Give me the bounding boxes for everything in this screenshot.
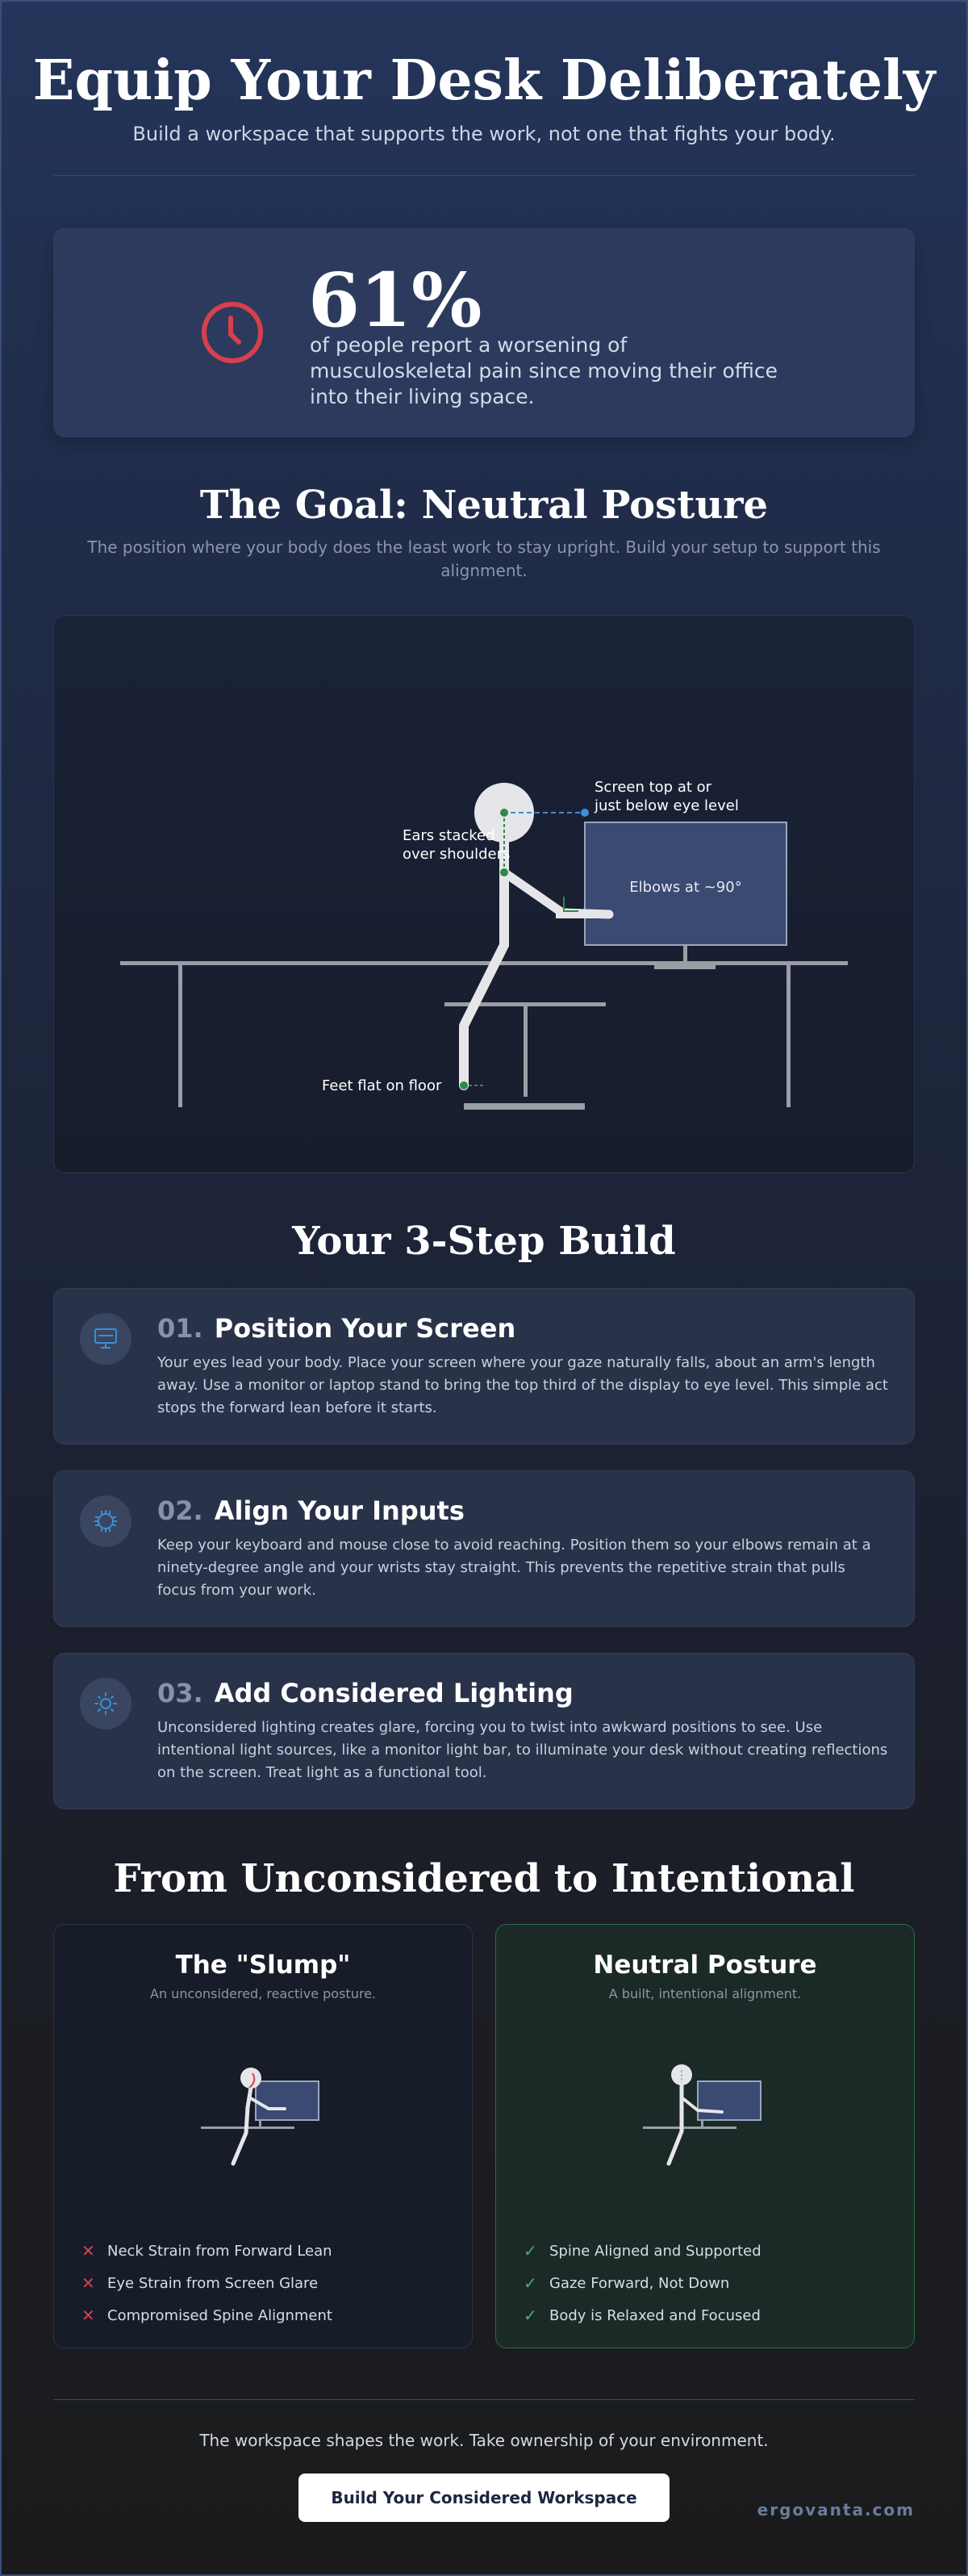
compare-title: From Unconsidered to Intentional <box>113 1856 855 1901</box>
chair-seat <box>444 1002 606 1006</box>
footer-tagline: The workspace shapes the work. Take owne… <box>199 2431 769 2450</box>
screen-top-marker <box>581 809 589 817</box>
step-number: 02. <box>157 1495 203 1526</box>
desk-leg-left <box>178 965 182 1107</box>
page-title: Equip Your Desk Deliberately <box>32 48 936 113</box>
step-icon-wrap <box>80 1678 131 1729</box>
goal-subtitle: The position where your body does the le… <box>87 537 881 580</box>
check-icon: ✓ <box>524 2306 537 2325</box>
list-item: ✓Spine Aligned and Supported <box>524 2241 761 2260</box>
cross-icon: ✕ <box>81 2273 95 2293</box>
slump-title: The "Slump" <box>175 1951 351 1980</box>
step-card-2: 02. Align Your Inputs Keep your keyboard … <box>53 1470 915 1627</box>
posture-diagram-svg: Elbows at ~90° Screen top at or just bel… <box>120 779 848 1110</box>
step-body: Your eyes lead your body. Place your scr… <box>157 1354 888 1416</box>
label-elbows: Elbows at ~90° <box>629 879 741 896</box>
step-heading: 01. Position Your Screen <box>157 1313 515 1344</box>
slump-card: The "Slump" An unconsidered, reactive po… <box>53 1924 473 2348</box>
step-icon-wrap <box>80 1495 131 1547</box>
slump-figure <box>201 2068 319 2166</box>
neutral-list: ✓Spine Aligned and Supported ✓Gaze Forwa… <box>524 2235 761 2331</box>
slump-subtitle: An unconsidered, reactive posture. <box>150 1986 376 2001</box>
step-heading: 02. Align Your Inputs <box>157 1495 465 1526</box>
neutral-card: Neutral Posture A built, intentional ali… <box>495 1924 915 2348</box>
build-workspace-button[interactable]: Build Your Considered Workspace <box>298 2474 670 2522</box>
feet-marker <box>460 1081 468 1089</box>
slump-list: ✕Neck Strain from Forward Lean ✕Eye Stra… <box>81 2235 332 2331</box>
step-number: 01. <box>157 1313 203 1344</box>
step-icon-wrap <box>80 1313 131 1365</box>
step-title: Position Your Screen <box>214 1313 516 1344</box>
clock-alert-icon <box>202 302 263 363</box>
stat-value: 61% <box>308 257 482 344</box>
label-ears-2: over shoulders <box>403 846 510 863</box>
step-title: Align Your Inputs <box>214 1495 465 1526</box>
divider <box>53 175 915 176</box>
chair-post <box>524 1006 528 1097</box>
list-item: ✕Compromised Spine Alignment <box>81 2306 332 2325</box>
list-item: ✓Body is Relaxed and Focused <box>524 2306 761 2325</box>
neutral-subtitle: A built, intentional alignment. <box>608 1986 802 2001</box>
elbow-angle-marker <box>563 897 578 912</box>
list-item: ✕Neck Strain from Forward Lean <box>81 2241 332 2260</box>
label-screen-1: Screen top at or <box>595 779 712 796</box>
step-title: Add Considered Lighting <box>214 1678 574 1708</box>
label-feet: Feet flat on floor <box>322 1077 442 1094</box>
label-ears-1: Ears stacked <box>403 827 495 844</box>
cross-icon: ✕ <box>81 2306 95 2325</box>
person-arm <box>499 868 614 919</box>
steps-title: Your 3-Step Build <box>292 1219 676 1264</box>
cpu-icon <box>94 1510 117 1533</box>
ear-marker <box>500 809 508 817</box>
page-subtitle: Build a workspace that supports the work… <box>132 123 836 145</box>
sun-icon <box>94 1692 117 1715</box>
step-body: Unconsidered lighting creates glare, for… <box>157 1719 888 1781</box>
label-screen-2: just below eye level <box>594 797 739 814</box>
step-card-1: 01. Position Your Screen Your eyes lead y… <box>53 1288 915 1445</box>
desk-leg-right <box>786 965 791 1107</box>
stat-description: of people report a worsening of musculos… <box>310 333 778 408</box>
check-icon: ✓ <box>524 2273 537 2293</box>
brand-link[interactable]: ergovanta.com <box>757 2500 915 2520</box>
step-number: 03. <box>157 1678 203 1708</box>
step-heading: 03. Add Considered Lighting <box>157 1678 574 1708</box>
monitor-icon <box>94 1328 117 1349</box>
chair-base <box>464 1103 585 1110</box>
divider <box>53 2399 915 2400</box>
monitor-base <box>654 965 716 969</box>
stat-card: 61% of people report a worsening of musc… <box>53 228 915 437</box>
person-leg <box>459 940 509 1090</box>
step-body: Keep your keyboard and mouse close to av… <box>157 1537 871 1599</box>
posture-diagram: Elbows at ~90° Screen top at or just bel… <box>53 615 915 1173</box>
monitor-screen <box>584 822 787 946</box>
neutral-figure <box>643 2064 761 2166</box>
desk-top <box>120 961 848 965</box>
neutral-title: Neutral Posture <box>593 1951 817 1980</box>
monitor-neck <box>683 945 687 961</box>
list-item: ✓Gaze Forward, Not Down <box>524 2273 730 2293</box>
goal-title: The Goal: Neutral Posture <box>199 483 769 528</box>
cross-icon: ✕ <box>81 2241 95 2260</box>
list-item: ✕Eye Strain from Screen Glare <box>81 2273 319 2293</box>
shoulder-marker <box>500 868 508 876</box>
step-card-3: 03. Add Considered Lighting Unconsidered … <box>53 1653 915 1809</box>
check-icon: ✓ <box>524 2241 537 2260</box>
